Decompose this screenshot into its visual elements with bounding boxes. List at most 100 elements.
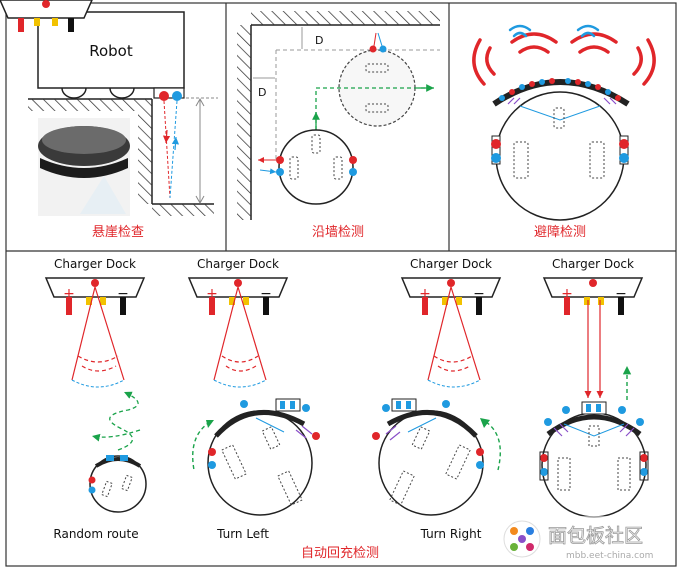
- obstacle-side-right: [619, 135, 629, 165]
- robot-turn-right-wheel-2: [389, 470, 415, 506]
- ir-edge-left: [213, 379, 267, 388]
- ir-field-random: [77, 355, 119, 372]
- dock-template: [0, 0, 93, 32]
- turn-right-arrow-path: [485, 421, 501, 471]
- watermark: 面包板社区 mbb.eet-china.com: [498, 516, 674, 562]
- bumper-switches: [507, 97, 617, 105]
- watermark-url: mbb.eet-china.com: [566, 551, 653, 561]
- caption-random: Random route: [53, 527, 138, 541]
- robot-straight-bumper: [546, 414, 642, 437]
- dock-plus-bar-random: [66, 297, 72, 315]
- robot-straight-side-right: [639, 451, 649, 481]
- d-label-top: D: [315, 34, 323, 47]
- obstacle-panel: 避障检测: [472, 24, 656, 240]
- sensor-photo-bumper: [40, 158, 128, 178]
- robot-straight-caster: [588, 425, 600, 447]
- robot-wall-wheel-right: [333, 156, 343, 180]
- robot-random-receiver-1: [106, 455, 114, 461]
- robot-wall-wheel-left: [289, 156, 299, 180]
- wall-sensor-blue: [276, 168, 284, 176]
- robot-turn-right-wheel-1: [445, 444, 471, 480]
- recharge-caption: 自动回充检测: [301, 545, 379, 561]
- cliff-bottom-hatch: [152, 204, 214, 216]
- ir-field-right: [433, 355, 473, 372]
- robot-wall: [278, 129, 354, 205]
- height-arrowheads: [195, 97, 205, 205]
- robot-straight-receivers: [540, 401, 648, 476]
- ultrasonic-waves-red: [472, 32, 656, 86]
- ir-cone-right: [427, 286, 481, 381]
- robot-ghost-wheel-bottom: [365, 103, 389, 113]
- plus-sign-right: +: [419, 286, 431, 302]
- turn-left-arrowhead: [206, 420, 214, 428]
- ir-field-left: [221, 355, 259, 372]
- robot-label: Robot: [89, 42, 133, 60]
- robot-turn-left-bumper: [214, 410, 306, 438]
- side-sensor-red: [349, 156, 357, 164]
- minus-sign-right: −: [473, 286, 485, 302]
- bumper-links: [519, 105, 601, 121]
- robot-turn-right-switch: [385, 425, 401, 441]
- robot-turn-left-link: [255, 417, 285, 433]
- ghost-ir-out: [373, 32, 377, 47]
- dock-minus-bar-straight: [618, 297, 624, 315]
- robot-turn-left-wheel-1: [221, 444, 247, 480]
- robot-straight-wheel-right: [617, 457, 631, 491]
- obs-left-blue: [491, 153, 501, 163]
- bumper-sensors: [499, 78, 621, 101]
- cliff-wall-hatch: [138, 111, 152, 204]
- robot-random-wheel-left: [101, 480, 113, 498]
- dock-contact-left-1: [229, 297, 235, 305]
- plus-sign-random: +: [63, 286, 75, 302]
- wall-sensor-red: [276, 156, 284, 164]
- cliff-sensor-housing: [153, 87, 185, 99]
- robot-random-bumper: [94, 457, 142, 468]
- ghost-sensor-red: [369, 45, 377, 53]
- sensor-photo-beam: [80, 176, 126, 214]
- obs-left-red: [491, 139, 501, 149]
- minus-sign-straight: −: [615, 286, 627, 302]
- wall-horizontal-hatch: [251, 11, 440, 25]
- dock-contact-random-2: [100, 297, 106, 305]
- obs-right-blue: [619, 153, 629, 163]
- robot-turn-right-bumper: [386, 410, 478, 438]
- ir-edge-random: [71, 379, 125, 388]
- bumper-arc: [492, 79, 630, 107]
- caption-turn-right: Turn Right: [420, 527, 482, 541]
- plus-sign-straight: +: [561, 286, 573, 302]
- robot-turn-right-caster: [411, 426, 431, 450]
- robot-straight-links: [563, 423, 625, 437]
- ir-beam-down: [163, 100, 171, 199]
- watermark-text: 面包板社区: [548, 525, 643, 547]
- turn-left-arrow-path: [192, 421, 211, 471]
- robot-straight-side-left: [539, 451, 549, 481]
- dock-contact-random-1: [86, 297, 92, 305]
- dock-emitter-left: [234, 279, 242, 287]
- robot-wheel-left: [61, 87, 87, 99]
- robot-straight-switches: [553, 423, 635, 437]
- robot-turn-left-wheel-2: [277, 470, 303, 506]
- dock-panel-turn-right: Charger Dock + − Turn Right: [372, 257, 502, 541]
- watermark-logo-icon: [503, 520, 541, 558]
- wall-caption: 沿墙检测: [312, 225, 364, 240]
- ir-edge-right: [427, 379, 481, 388]
- robot-straight-wheel-left: [557, 457, 571, 491]
- robot-obstacle: [495, 91, 625, 221]
- ghost-sensor-blue: [379, 45, 387, 53]
- caption-turn-left: Turn Left: [216, 527, 269, 541]
- cliff-caption: 悬崖检查: [92, 225, 144, 240]
- robot-turn-right-receivers: [372, 398, 484, 469]
- dock-contact-right-2: [456, 297, 462, 305]
- dock-panel-turn-left: Charger Dock + − Turn Left: [187, 257, 320, 541]
- dock-panel-random: Charger Dock + − Random route: [44, 257, 147, 541]
- robot-random-wheel-right: [121, 474, 133, 492]
- obstacle-caster: [553, 107, 565, 129]
- plus-sign-left: +: [206, 286, 218, 302]
- outer-frame: [5, 2, 677, 567]
- robot-random-blue: [88, 486, 96, 494]
- robot-turn-left-receivers: [208, 398, 320, 469]
- d-label-left: D: [258, 86, 266, 99]
- robot-body: [37, 11, 185, 89]
- dock-straight: [542, 277, 644, 298]
